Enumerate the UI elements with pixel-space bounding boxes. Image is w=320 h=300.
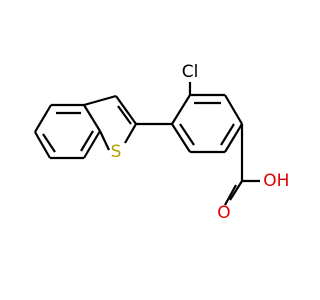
bond — [99, 130, 110, 151]
bond — [124, 123, 137, 144]
bond — [224, 123, 243, 153]
hydroxyl-oxygen-label: O — [263, 171, 276, 191]
bond — [34, 131, 51, 159]
bond — [171, 94, 191, 125]
bond — [83, 104, 101, 132]
double-bond — [117, 105, 132, 125]
double-bond — [42, 133, 56, 153]
bond — [34, 104, 52, 133]
bond — [115, 95, 137, 125]
thiophene-ring — [83, 94, 137, 151]
molecule-structure: Cl S O O H — [34, 62, 290, 223]
bond — [224, 94, 243, 125]
double-bond — [80, 130, 94, 152]
molecule-canvas: Cl S O O H — [34, 62, 290, 223]
carbonyl-oxygen-label: O — [217, 203, 230, 223]
bond — [171, 123, 191, 153]
sulfur-atom-label: S — [111, 142, 122, 162]
bond — [83, 130, 101, 159]
hydroxyl-hydrogen-label: H — [277, 171, 290, 191]
bond — [83, 94, 117, 107]
benzo-ring — [34, 103, 101, 160]
double-bond — [179, 123, 195, 146]
benzoic-ring — [136, 93, 243, 154]
carbonyl-bond — [229, 180, 243, 201]
carbonyl-double-bond — [224, 184, 237, 206]
double-bond — [220, 123, 235, 146]
chlorine-atom-label: Cl — [182, 62, 199, 82]
